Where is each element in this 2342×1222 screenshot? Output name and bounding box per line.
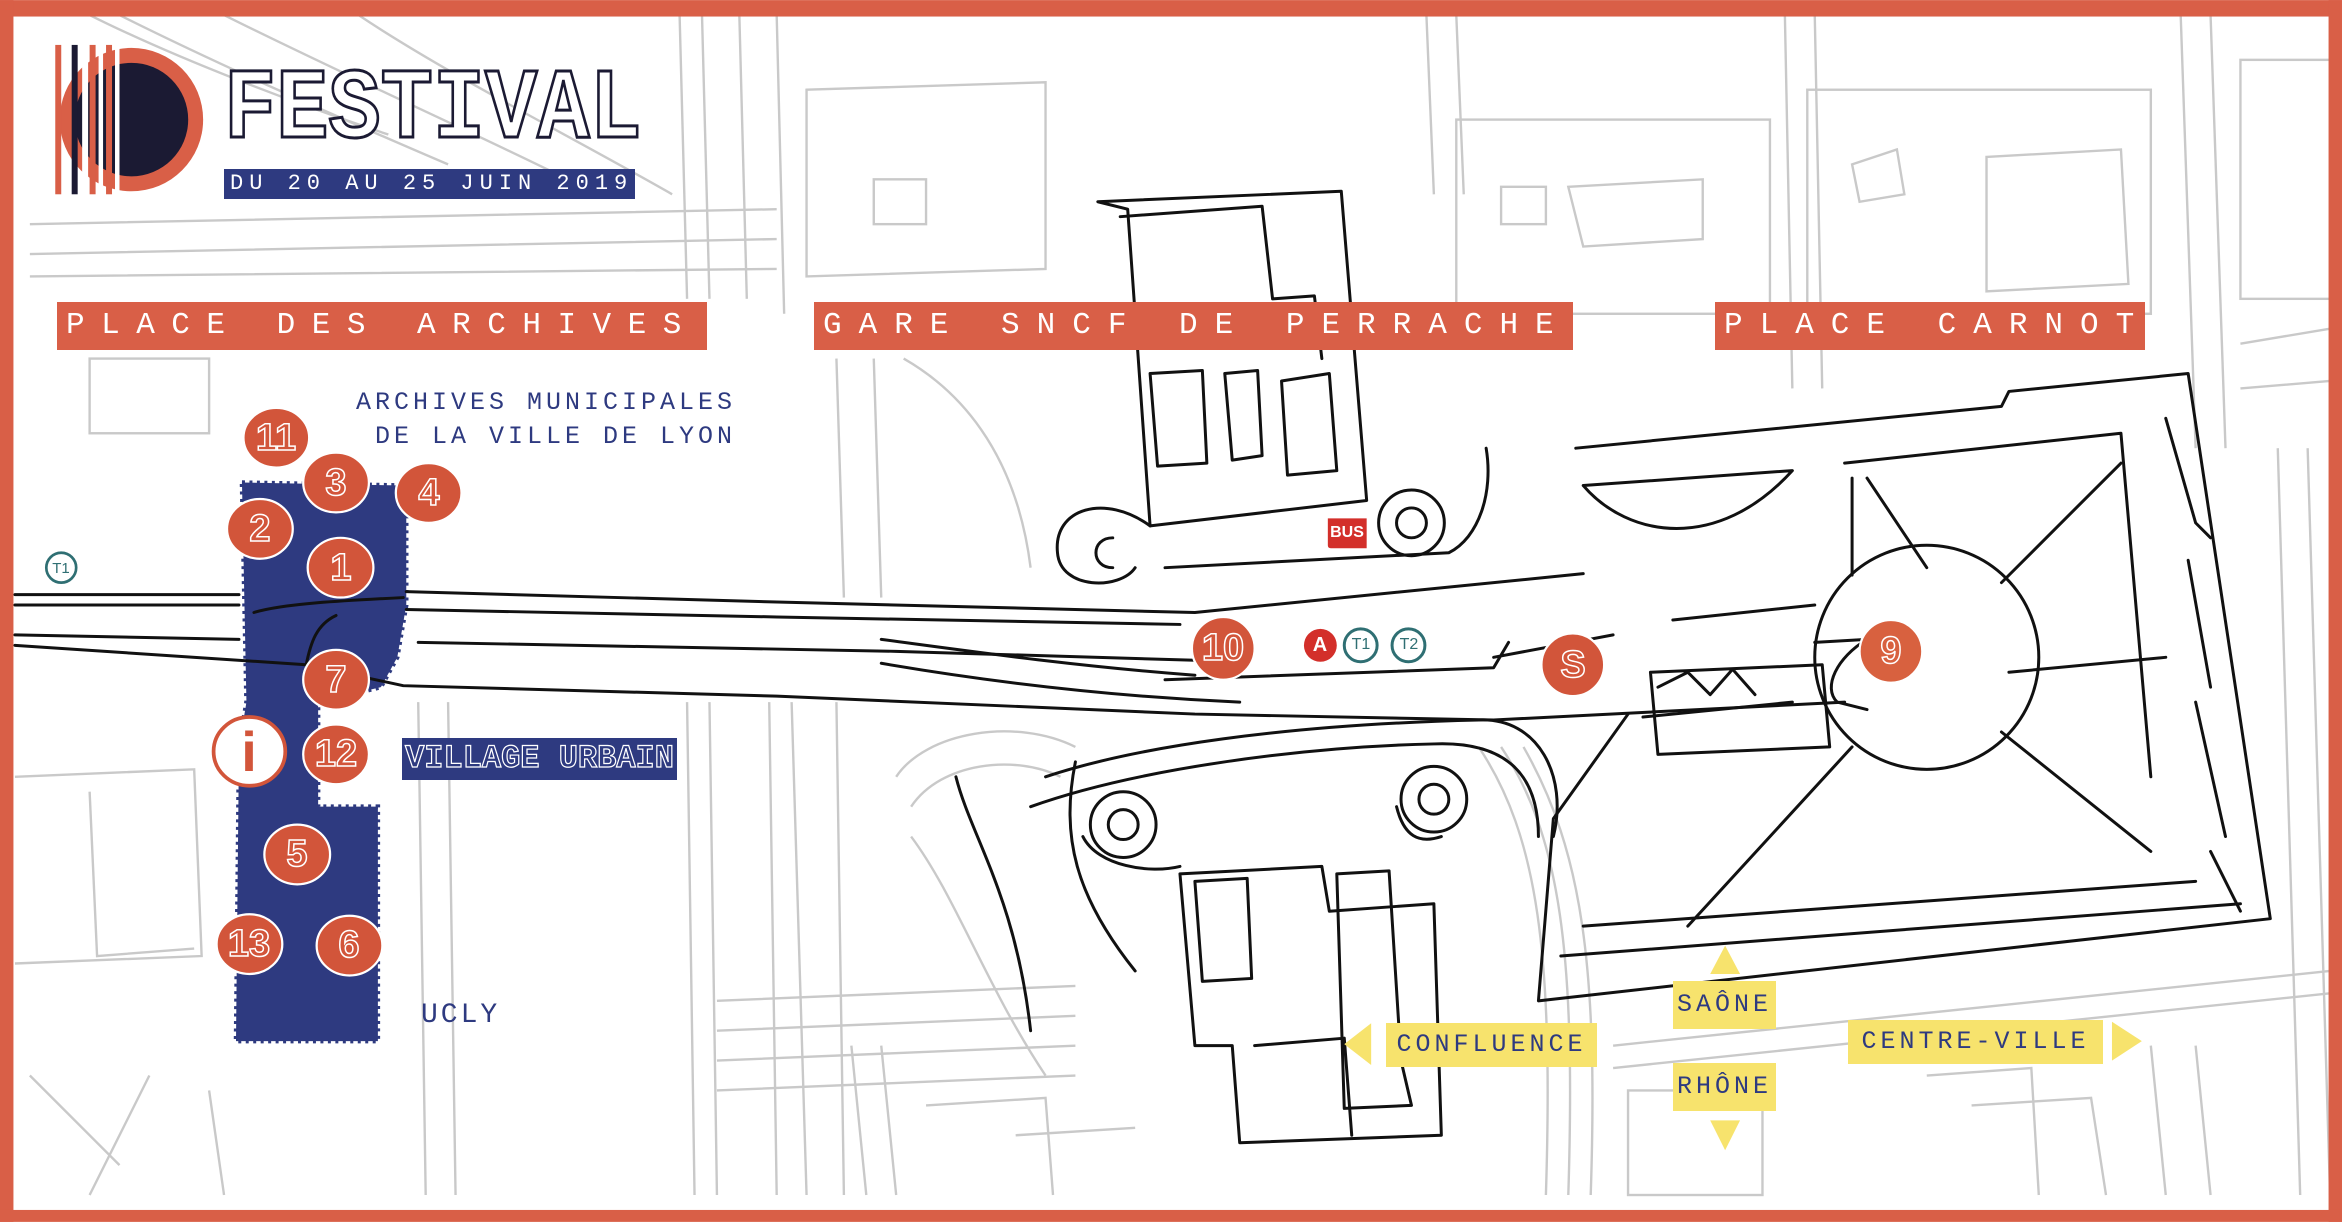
- arrow-up-icon: [1710, 945, 1741, 974]
- tram-t1-badge[interactable]: T1: [1351, 636, 1371, 653]
- marker-2[interactable]: 2: [249, 508, 272, 550]
- marker-4[interactable]: 4: [418, 472, 441, 514]
- info-marker[interactable]: i: [241, 720, 257, 783]
- metro-a-badge[interactable]: A: [1312, 634, 1328, 656]
- festival-title: FESTIVAL: [223, 55, 643, 168]
- marker-9[interactable]: 9: [1880, 630, 1903, 672]
- ucly-label: UCLY: [421, 1000, 501, 1031]
- section-place-carnot: PLACE CARNOT: [1715, 302, 2145, 350]
- arrow-right-icon: [2111, 1021, 2142, 1061]
- village-urbain-label: VILLAGE URBAIN: [402, 738, 677, 780]
- marker-3[interactable]: 3: [325, 462, 348, 504]
- direction-centre-ville: CENTRE-VILLE: [1848, 1020, 2103, 1064]
- direction-arrows: [1344, 945, 2142, 1151]
- direction-confluence: CONFLUENCE: [1386, 1023, 1597, 1067]
- marker-10[interactable]: 10: [1201, 627, 1245, 669]
- festival-dates: DU 20 AU 25 JUIN 2019: [224, 169, 635, 199]
- marker-1[interactable]: 1: [330, 547, 353, 589]
- arrow-down-icon: [1710, 1120, 1741, 1151]
- archives-label-line1: ARCHIVES MUNICIPALES: [355, 388, 736, 417]
- marker-shapes: [211, 406, 1924, 977]
- tram-t1-left-badge[interactable]: T1: [52, 560, 70, 577]
- festival-logo: [55, 44, 204, 195]
- tram-t2-badge[interactable]: T2: [1399, 636, 1419, 653]
- section-place-des-archives: PLACE DES ARCHIVES: [57, 302, 707, 350]
- marker-6[interactable]: 6: [338, 924, 361, 966]
- marker-13[interactable]: 13: [227, 923, 271, 965]
- background-streets: [14, 13, 2332, 1197]
- marker-7[interactable]: 7: [325, 659, 348, 701]
- marker-s[interactable]: S: [1560, 644, 1587, 686]
- direction-rhone: RHÔNE: [1673, 1063, 1776, 1111]
- marker-12[interactable]: 12: [314, 733, 358, 775]
- marker-5[interactable]: 5: [286, 833, 309, 875]
- direction-saone: SAÔNE: [1673, 981, 1776, 1029]
- marker-11[interactable]: 11: [255, 417, 297, 459]
- section-gare-perrache: GARE SNCF DE PERRACHE: [814, 302, 1573, 350]
- transit-shapes: [44, 518, 1427, 664]
- archives-label-line2: DE LA VILLE DE LYON: [374, 422, 736, 451]
- arrow-left-icon: [1344, 1023, 1372, 1066]
- bus-stop-badge[interactable]: BUS: [1330, 524, 1364, 541]
